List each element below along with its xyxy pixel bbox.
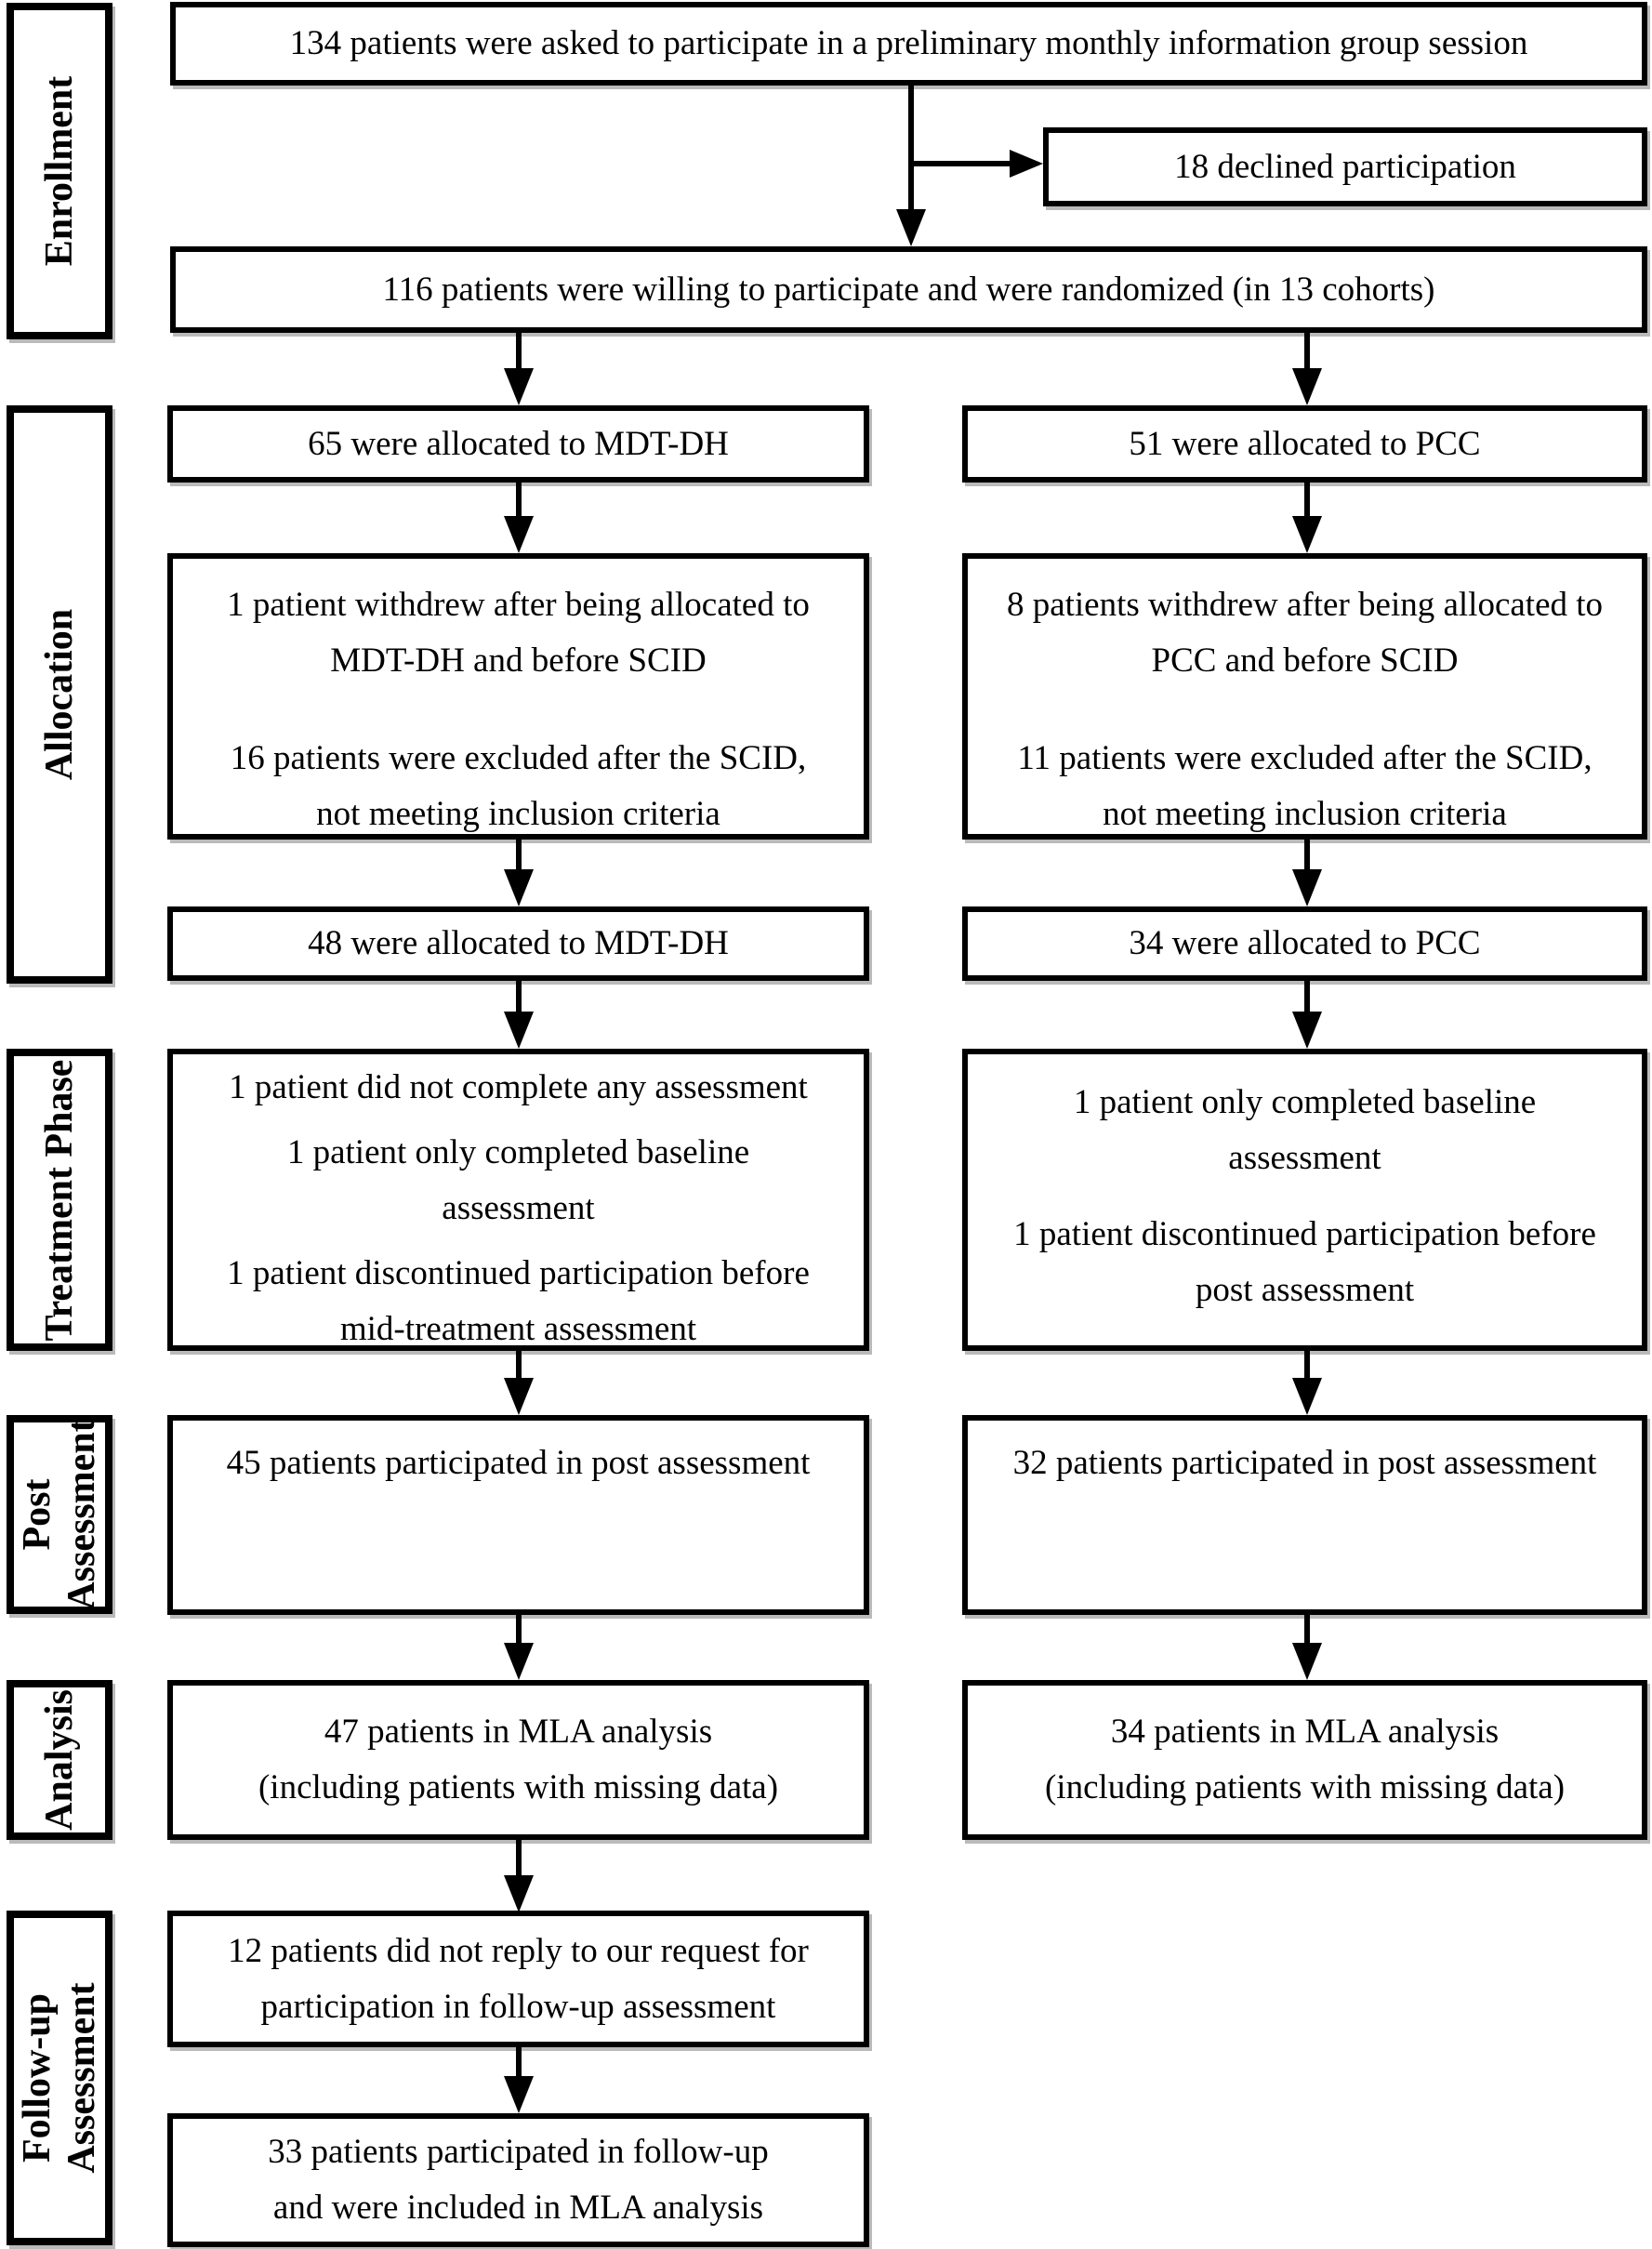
flow-arrowhead-down: [1292, 516, 1322, 553]
box-pcc-allocated-final: 34 were allocated to PCC: [962, 906, 1647, 981]
box-text: 33 patients participated in follow-up an…: [268, 2133, 769, 2227]
box-text: 11 patients were excluded after the SCID…: [1017, 739, 1593, 833]
box-text: 1 patient withdrew after being allocated…: [227, 586, 810, 680]
flow-arrow-line: [516, 2047, 522, 2102]
flow-arrowhead-down: [504, 1012, 534, 1049]
flow-arrowhead-down: [504, 1378, 534, 1415]
box-text: 134 patients were asked to participate i…: [289, 24, 1528, 62]
flow-arrow-line: [1304, 483, 1310, 542]
box-pcc-allocated: 51 were allocated to PCC: [962, 405, 1647, 483]
flow-arrowhead-down: [504, 1643, 534, 1680]
flow-arrowhead-down: [1292, 869, 1322, 906]
box-randomized: 116 patients were willing to participate…: [170, 246, 1647, 333]
box-text: 1 patient only completed baseline assess…: [1073, 1083, 1537, 1177]
flow-arrowhead-down: [1292, 1012, 1322, 1049]
section-label-follow-up: Follow-up Assessment: [7, 1911, 112, 2245]
section-label-post-assessment: Post Assessment: [7, 1415, 112, 1614]
box-text: 12 patients did not reply to our request…: [228, 1931, 809, 2026]
box-text: 34 were allocated to PCC: [1129, 924, 1481, 962]
box-text: 47 patients in MLA analysis (including p…: [258, 1713, 779, 1806]
flow-arrow-line: [516, 483, 522, 542]
box-pcc-post-assessment: 32 patients participated in post assessm…: [962, 1415, 1647, 1615]
flow-arrowhead-down: [504, 516, 534, 553]
box-text: 1 patient discontinued participation bef…: [1013, 1215, 1596, 1309]
flow-arrow-line: [1304, 981, 1310, 1038]
section-label-text: Analysis: [38, 1689, 81, 1831]
box-text: 1 patient discontinued participation bef…: [227, 1254, 810, 1348]
section-label-text: Post Assessment: [16, 1419, 103, 1610]
box-pcc-analysis: 34 patients in MLA analysis (including p…: [962, 1680, 1647, 1840]
flow-branch-line: [911, 161, 1018, 166]
box-text: 65 were allocated to MDT-DH: [308, 424, 729, 463]
flow-arrowhead-down: [896, 209, 926, 246]
box-mdtdh-withdrew-excluded: 1 patient withdrew after being allocated…: [167, 553, 869, 840]
box-text: 16 patients were excluded after the SCID…: [230, 739, 807, 833]
section-label-analysis: Analysis: [7, 1680, 112, 1840]
box-asked-to-participate: 134 patients were asked to participate i…: [170, 2, 1647, 86]
section-label-text: Treatment Phase: [38, 1059, 81, 1341]
section-label-text: Follow-up Assessment: [16, 1982, 103, 2174]
box-mdtdh-allocated-final: 48 were allocated to MDT-DH: [167, 906, 869, 981]
box-text: 34 patients in MLA analysis (including p…: [1044, 1713, 1566, 1806]
box-mdtdh-allocated: 65 were allocated to MDT-DH: [167, 405, 869, 483]
box-text: 1 patient only completed baseline assess…: [286, 1133, 750, 1227]
flow-arrow-line: [516, 1840, 522, 1901]
flow-arrowhead-down: [1292, 1643, 1322, 1680]
box-text: 45 patients participated in post assessm…: [226, 1444, 811, 1482]
flow-arrowhead-right: [1010, 150, 1043, 178]
box-text: 48 were allocated to MDT-DH: [308, 924, 729, 962]
box-text: 18 declined participation: [1174, 147, 1516, 186]
flow-arrow-line: [516, 1351, 522, 1404]
flow-arrow-line: [1304, 840, 1310, 895]
flow-arrow-line: [908, 86, 914, 235]
box-followup-included: 33 patients participated in follow-up an…: [167, 2113, 869, 2247]
flow-arrow-line: [516, 333, 522, 394]
box-text: 8 patients withdrew after being allocate…: [1006, 586, 1604, 680]
flow-arrowhead-down: [504, 368, 534, 405]
box-mdtdh-analysis: 47 patients in MLA analysis (including p…: [167, 1680, 869, 1840]
box-text: 1 patient did not complete any assessmen…: [229, 1068, 808, 1106]
box-followup-noreply: 12 patients did not reply to our request…: [167, 1911, 869, 2047]
flow-arrowhead-down: [1292, 1378, 1322, 1415]
flow-arrowhead-down: [504, 869, 534, 906]
flow-arrowhead-down: [504, 1875, 534, 1912]
box-text: 51 were allocated to PCC: [1129, 424, 1481, 463]
section-label-treatment-phase: Treatment Phase: [7, 1049, 112, 1351]
box-mdtdh-treatment-dropouts: 1 patient did not complete any assessmen…: [167, 1049, 869, 1351]
section-label-enrollment: Enrollment: [7, 3, 112, 339]
section-label-text: Allocation: [38, 608, 81, 781]
flow-arrow-line: [1304, 1351, 1310, 1404]
box-declined-participation: 18 declined participation: [1043, 127, 1647, 206]
flow-arrowhead-down: [1292, 368, 1322, 405]
section-label-allocation: Allocation: [7, 405, 112, 984]
flow-arrow-line: [1304, 333, 1310, 394]
flow-arrow-line: [516, 840, 522, 895]
box-pcc-withdrew-excluded: 8 patients withdrew after being allocate…: [962, 553, 1647, 840]
flow-arrow-line: [516, 981, 522, 1038]
flow-arrowhead-down: [504, 2076, 534, 2113]
flow-arrow-line: [516, 1615, 522, 1669]
box-mdtdh-post-assessment: 45 patients participated in post assessm…: [167, 1415, 869, 1615]
box-text: 32 patients participated in post assessm…: [1012, 1444, 1597, 1482]
box-text: 116 patients were willing to participate…: [382, 270, 1435, 309]
flow-arrow-line: [1304, 1615, 1310, 1669]
section-label-text: Enrollment: [38, 75, 81, 267]
box-pcc-treatment-dropouts: 1 patient only completed baseline assess…: [962, 1049, 1647, 1351]
